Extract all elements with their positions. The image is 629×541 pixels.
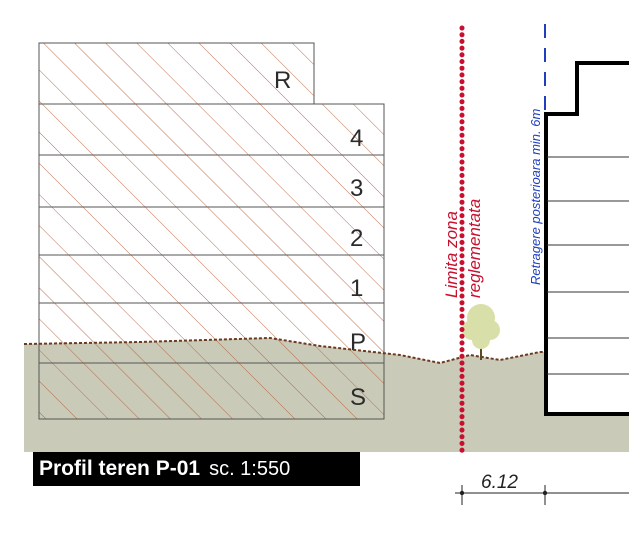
- floor-R: [38, 42, 315, 105]
- terrain-line: [23, 336, 629, 365]
- floor-label-2: 2: [350, 225, 363, 252]
- floor-label-4: 4: [350, 125, 363, 152]
- zone-limit-label-line1: Limita zona: [442, 211, 461, 298]
- floor-P: [38, 302, 385, 364]
- floor-label-R: R: [274, 67, 291, 94]
- floor-1: [38, 254, 385, 304]
- tree-icon: [462, 304, 500, 360]
- dimension-value: 6.12: [481, 472, 518, 493]
- floor-label-P: P: [350, 329, 366, 356]
- dimension-line: [455, 485, 629, 505]
- floor-label-3: 3: [350, 175, 363, 202]
- profile-title: Profil teren P-01: [39, 457, 201, 480]
- floor-3: [38, 154, 385, 208]
- profile-title-box: Profil teren P-01 sc. 1:550: [33, 452, 360, 486]
- setback-label: Retragere posterioara min. 6m: [528, 109, 543, 285]
- floor-label-1: 1: [350, 275, 363, 302]
- proposed-building-right: [544, 61, 629, 416]
- floor-2: [38, 206, 385, 256]
- zone-limit-label-line2: reglementata: [465, 199, 484, 298]
- floor-label-S: S: [350, 384, 366, 411]
- existing-building-left: R 4 3 2 1 P S: [38, 42, 385, 420]
- profile-scale: sc. 1:550: [209, 457, 291, 480]
- floor-4: [38, 103, 385, 156]
- floor-S: [38, 362, 385, 420]
